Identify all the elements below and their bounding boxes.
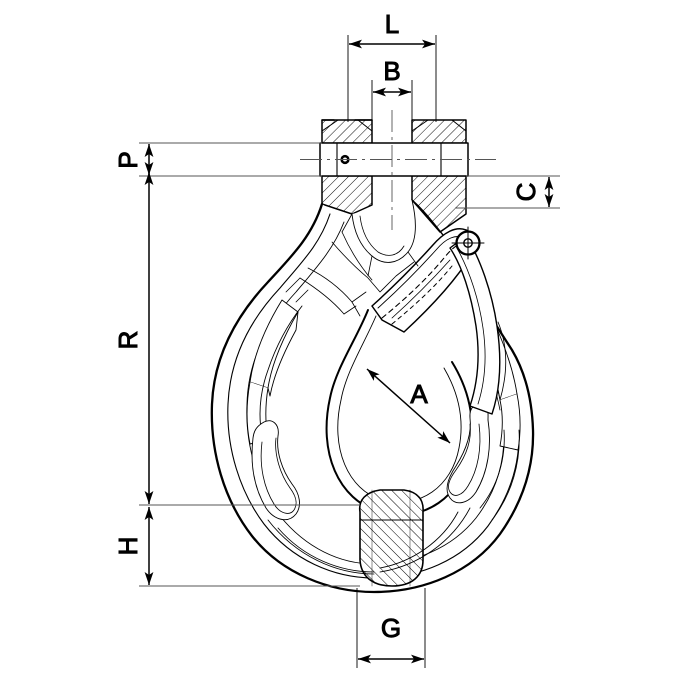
right-flank-ribs [479,321,520,521]
throat-facets [285,267,367,317]
dimension-label-A: A [410,379,428,409]
dimension-B: B [371,56,413,124]
hook-assembly [210,119,535,594]
latch-pivot-icon [451,226,485,260]
dimension-label-P: P [113,151,143,168]
dimension-H: H [113,507,360,587]
bottom-ribs [267,507,471,575]
body-inner-contour [227,213,520,579]
dim-line-A [366,368,451,444]
dimension-label-L: L [385,9,399,39]
dimension-label-G: G [381,613,401,643]
dimension-R: R [113,172,360,506]
dimension-label-R: R [113,331,143,350]
dimension-A: A [366,368,451,444]
bowl-section-hatched [358,489,424,587]
left-lower-pocket [251,420,300,521]
dimension-L: L [347,9,437,122]
shank-detail [331,199,419,293]
centre-lines [300,110,496,230]
dimension-G: G [356,588,426,668]
dimension-label-C: C [511,183,541,202]
dimension-P: P [113,142,322,177]
dimension-layer: L B P C [113,9,560,668]
dimension-C: C [455,175,560,209]
dimension-label-H: H [113,537,143,556]
dimension-label-B: B [383,56,400,86]
